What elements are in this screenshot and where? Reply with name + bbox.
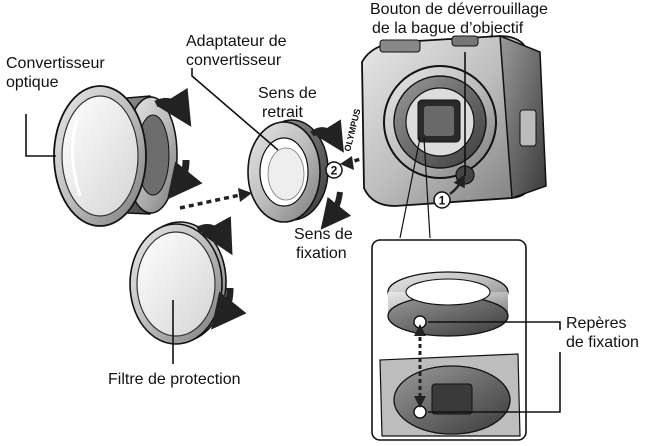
alignment-marks-label-line2: de fixation [566,334,639,351]
svg-text:2: 2 [331,164,338,178]
release-button-label-line1: Bouton de déverrouillage [370,1,548,18]
removal-direction-label-line2: retrait [262,104,303,121]
step-marker-1: 1 [433,191,451,209]
fixing-direction-label-line2: fixation [296,245,347,262]
filter-rotation-arrows [196,216,247,330]
optical-converter [53,85,178,227]
converter-adapter-label-line1: Adaptateur de [186,33,287,50]
optical-converter-label-line2: optique [6,74,59,91]
converter-adapter-label-line2: convertisseur [186,52,282,69]
attach-arrow-converter [179,188,252,210]
removal-direction-label-line1: Sens de [258,85,317,102]
converter-adapter [247,119,329,223]
step-marker-2: 2 [325,161,343,179]
release-button-label-line2: de la bague d’objectif [372,20,524,37]
leader-lines [25,52,561,413]
camera: OLYMPUS [342,34,547,207]
camera-brand-label: OLYMPUS [342,108,362,153]
adapter-rotation-arrows [310,119,352,230]
fixing-direction-label-line1: Sens de [294,226,353,243]
protection-filter-label: Filtre de protection [108,371,241,388]
svg-text:1: 1 [439,194,446,208]
press-arrow [449,174,465,195]
converter-rotation-arrows [154,87,203,200]
protection-filter [129,221,227,345]
alignment-marks-label-line1: Repères [566,315,627,332]
optical-converter-label-line1: Convertisseur [6,55,105,72]
detail-inset [371,239,527,441]
